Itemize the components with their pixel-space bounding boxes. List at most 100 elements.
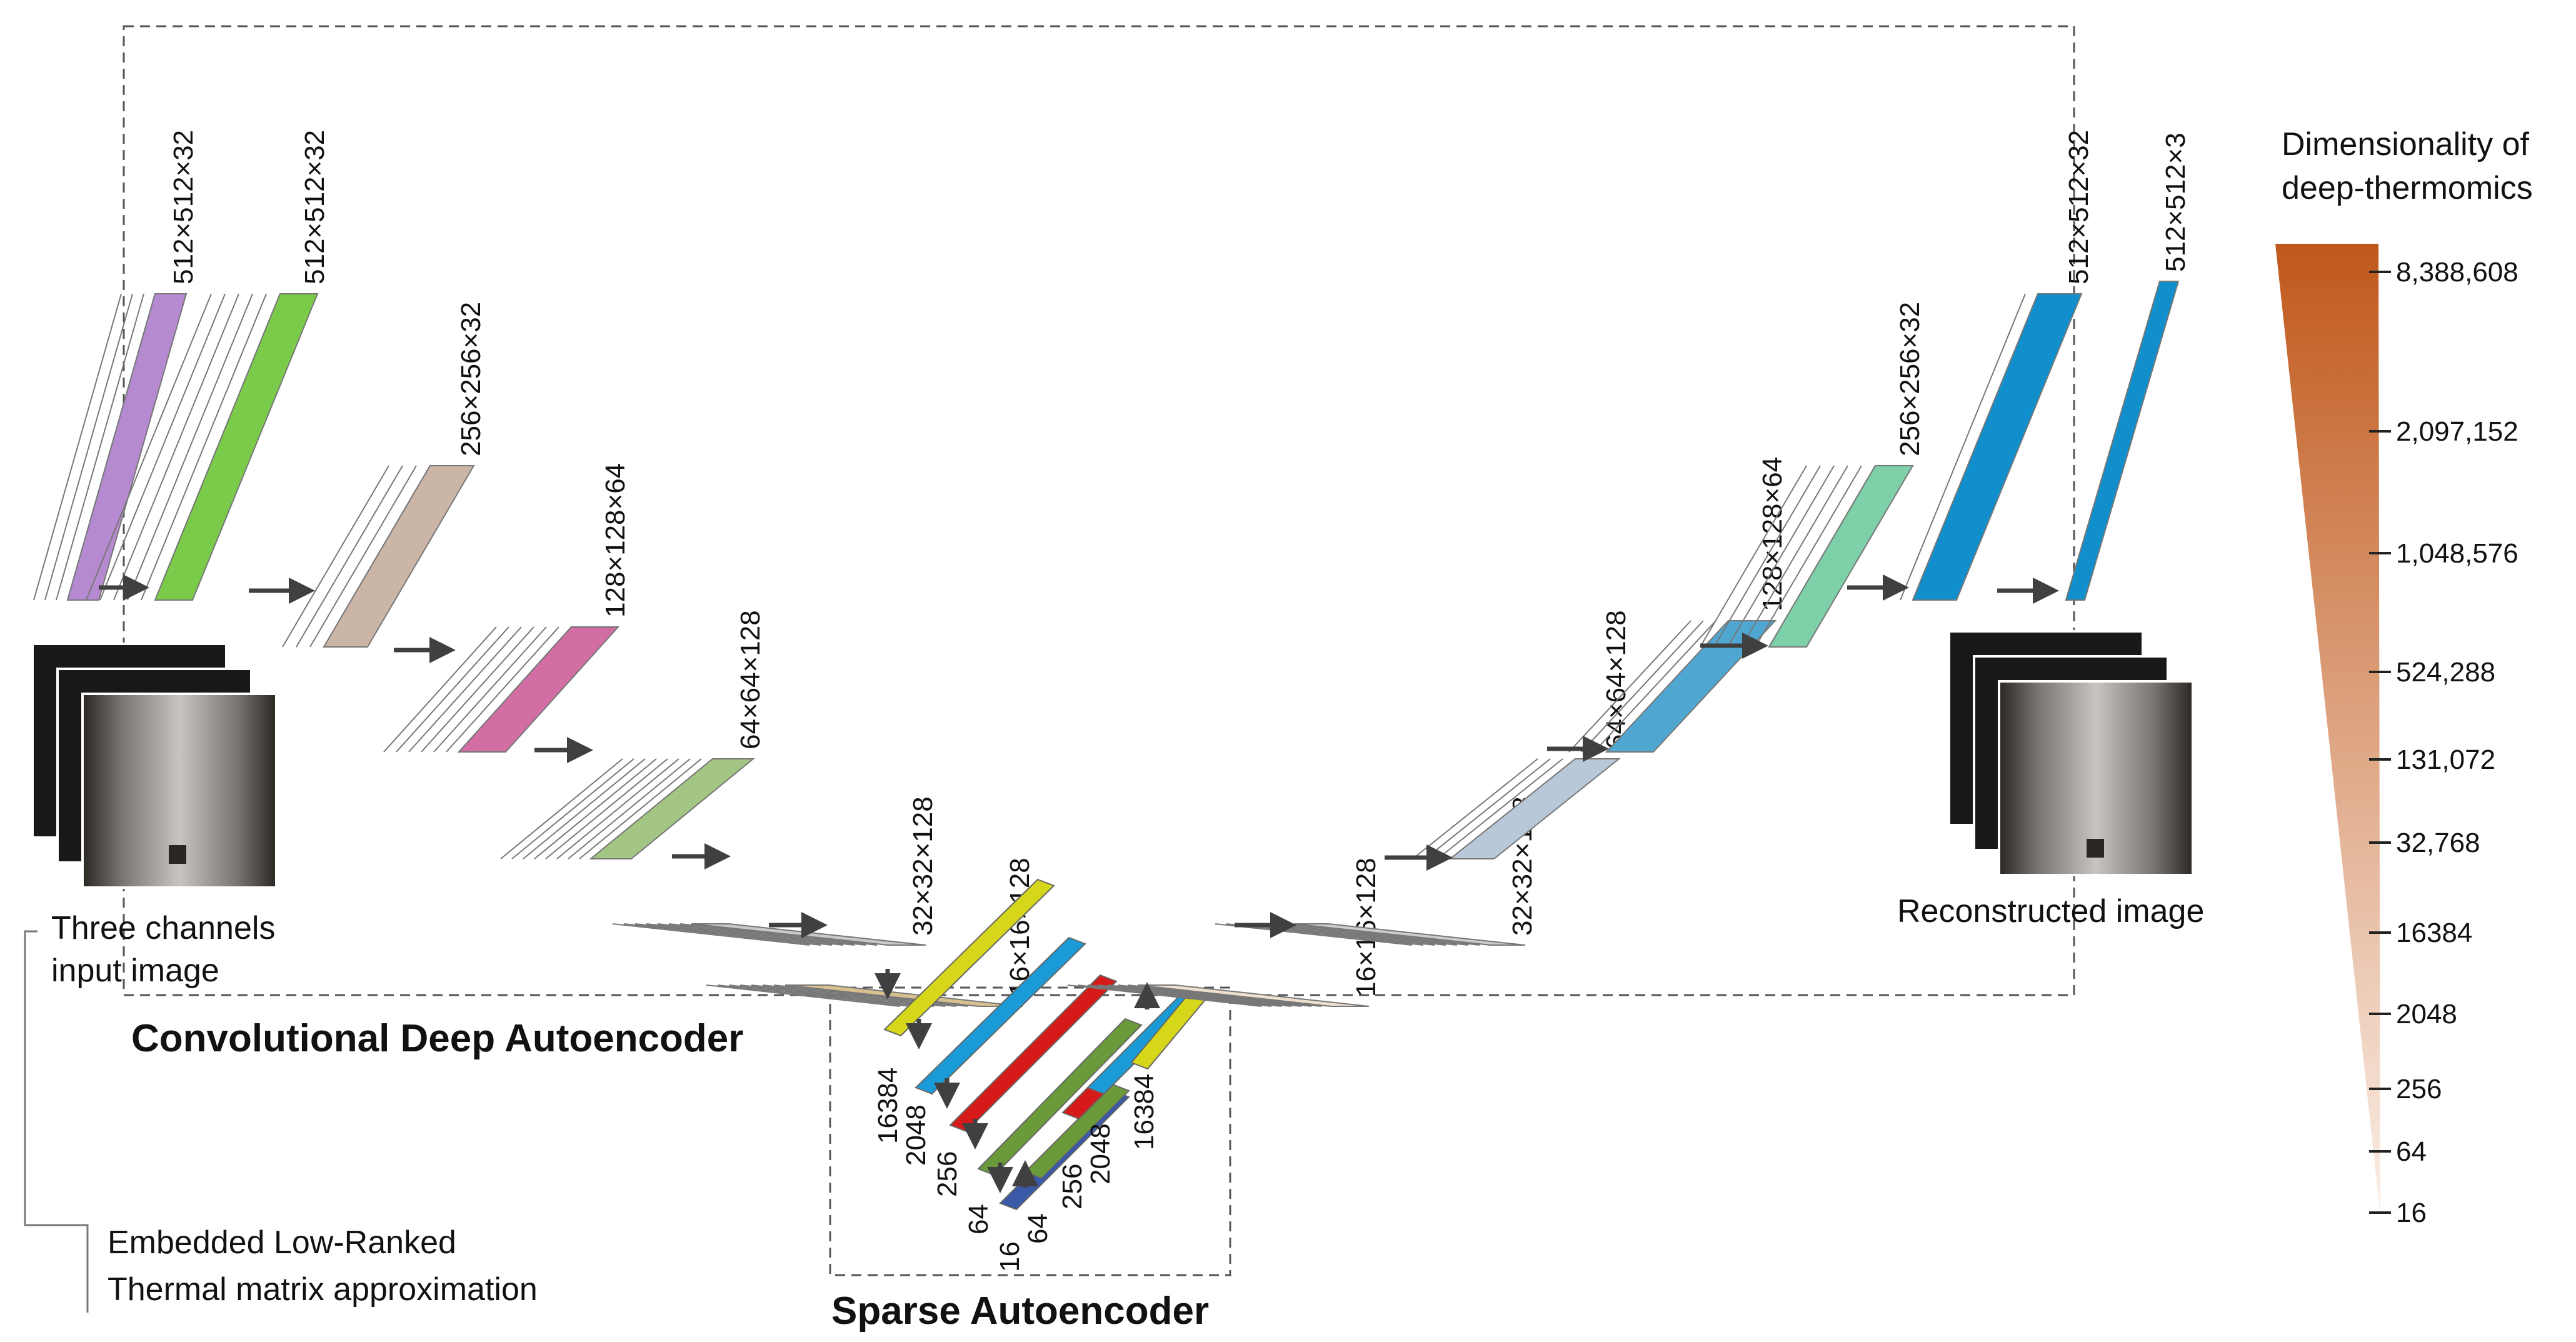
decoder-dims-label: 128×128×64 (1757, 457, 1788, 611)
decoder-layer-4: 128×128×64 (1568, 457, 1788, 753)
encoder-feature-map (113, 293, 239, 601)
encoder-feature-map-front (323, 465, 475, 648)
decoder-feature-map (1700, 465, 1807, 648)
encoder-dims-label: 512×512×32 (299, 130, 330, 284)
encoder-feature-map (668, 923, 866, 946)
legend-title-line-2: deep-thermomics (2282, 170, 2533, 206)
encoder-feature-map (556, 758, 679, 859)
sparse-decoder-label: 2048 (1085, 1123, 1116, 1184)
decoder-feature-map (1107, 984, 1302, 1007)
reconstructed-image-stack (1948, 630, 2194, 876)
encoder-feature-map (657, 923, 855, 946)
encoder-layer-5: 64×64×128 (500, 610, 766, 859)
decoder-feature-map (1755, 465, 1862, 648)
encoder-feature-map (739, 984, 935, 1007)
encoder-feature-map (579, 758, 702, 859)
encoder-feature-map (86, 293, 212, 601)
decoder-layer-6: 512×512×32 (1900, 130, 2094, 601)
decoder-layer-5: 256×256×32 (1700, 302, 1925, 648)
decoder-feature-map-front (1137, 984, 1370, 1007)
decoder-feature-map (1568, 620, 1691, 753)
decoder-feature-map (1437, 758, 1563, 859)
encoder-layer-2: 512×512×32 (86, 130, 330, 601)
encoder-feature-map-front (784, 984, 1023, 1007)
encoder-feature-map (623, 923, 821, 946)
decoder-feature-map (1127, 984, 1322, 1007)
decoder-feature-map (1581, 620, 1704, 753)
decoder-feature-map-front (1912, 293, 2083, 601)
encoder-feature-map (44, 293, 133, 601)
encoder-feature-map (534, 758, 657, 859)
encoder-feature-map-front (66, 293, 188, 601)
legend-title-line-1: Dimensionality of (2282, 126, 2529, 163)
input-image-stack (31, 643, 278, 889)
sparse-bar-16384 (883, 878, 1055, 1037)
encoder-feature-map (706, 984, 901, 1007)
decoder-feature-map (1117, 984, 1312, 1007)
encoder-feature-map (612, 923, 810, 946)
encoder-feature-map (383, 626, 497, 753)
decoder-layers: 16×16×12832×32×12864×64×128128×128×64256… (1067, 130, 2191, 1007)
legend-tick-label: 64 (2396, 1136, 2427, 1167)
encoder-feature-map (545, 758, 668, 859)
legend-tick-label: 524,288 (2396, 657, 2495, 688)
sparse-encoder-label: 16384 (873, 1068, 903, 1144)
decoder-feature-map (1248, 923, 1446, 946)
embedded-bracket (24, 930, 89, 1313)
sparse-autoencoder-title: Sparse Autoencoder (831, 1289, 1209, 1333)
legend-tick-label: 32,768 (2396, 828, 2480, 858)
embedded-caption-line-1: Embedded Low-Ranked (108, 1224, 456, 1261)
legend-tick-label: 2,097,152 (2396, 416, 2518, 447)
encoder-dims-label: 64×64×128 (735, 610, 766, 749)
legend-gradient-wedge (2275, 244, 2380, 1216)
decoder-feature-map (1097, 984, 1292, 1007)
sparse-encoder-label: 2048 (901, 1104, 931, 1166)
decoder-feature-map (1271, 923, 1469, 946)
encoder-layer-6: 32×32×128 (612, 796, 938, 946)
sparse-decoder-label: 64 (1023, 1213, 1053, 1244)
decoder-feature-map (1713, 465, 1821, 648)
decoder-feature-map-front (2065, 281, 2180, 601)
decoder-feature-map-front (1448, 758, 1621, 859)
dimensionality-legend: Dimensionality of deep-thermomics 8,388,… (2275, 126, 2533, 1228)
decoder-dims-label: 512×512×32 (2063, 130, 2094, 284)
decoder-feature-map-front (1768, 465, 1914, 648)
encoder-feature-map (127, 293, 253, 601)
encoder-feature-map (500, 758, 623, 859)
encoder-feature-map (679, 923, 878, 946)
encoder-feature-map-front (154, 293, 319, 601)
encoder-feature-map (141, 293, 267, 601)
input-caption-line-2: input image (51, 953, 219, 989)
encoder-feature-map-front (457, 626, 620, 753)
encoder-feature-map (523, 758, 646, 859)
encoder-layers: 512×512×32 512×512×32 256×256×32 128×128×64… (33, 130, 1035, 1007)
encoder-feature-map (99, 293, 226, 601)
legend-tick-label: 16 (2396, 1198, 2427, 1228)
sparse-bar-256 (949, 974, 1118, 1133)
encoder-feature-map (309, 465, 417, 648)
encoder-dims-label: 256×256×32 (456, 302, 486, 456)
decoder-feature-map (1237, 923, 1435, 946)
decoder-feature-map (1425, 758, 1551, 859)
encoder-feature-map (421, 626, 534, 753)
legend-tick-label: 1,048,576 (2396, 538, 2518, 569)
sparse-encoder-label: 16 (995, 1241, 1025, 1272)
input-caption-line-1: Three channels (51, 910, 275, 946)
decoder-feature-map (1727, 465, 1835, 648)
decoder-dims-label: 512×512×3 (2160, 133, 2191, 272)
decoder-feature-map (1067, 984, 1262, 1007)
decoder-feature-map-front (1605, 620, 1777, 753)
encoder-feature-map (433, 626, 547, 753)
encoder-layer-1: 512×512×32 (33, 130, 199, 601)
decoder-feature-map-front (1293, 923, 1526, 946)
sparse-encoder-label: 256 (932, 1151, 963, 1197)
decoder-feature-map (1412, 758, 1538, 859)
sparse-bar-2048 (915, 936, 1086, 1095)
encoder-feature-map (56, 293, 144, 601)
flow-arrows (99, 574, 2059, 1193)
encoder-feature-map (396, 626, 509, 753)
encoder-dims-label: 128×128×64 (600, 463, 631, 618)
decoder-layer-3: 64×64×128 (1412, 610, 1631, 859)
